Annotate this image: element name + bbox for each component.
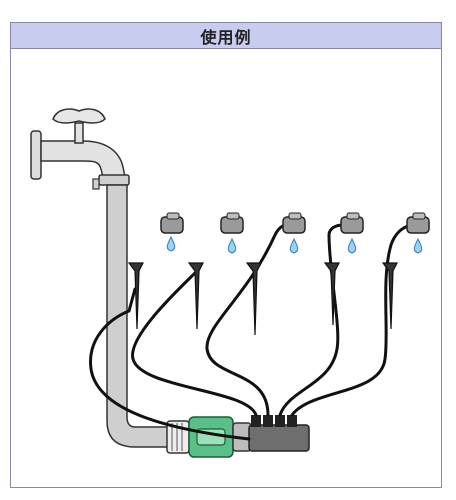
faucet-spout-ring [98, 174, 130, 186]
stake-1 [127, 262, 144, 330]
panel-title: 使用例 [200, 27, 252, 47]
manifold-outlet [275, 415, 285, 427]
micro-tube-5 [290, 223, 413, 417]
water-droplet-icon [289, 237, 299, 254]
emitter-head-2 [220, 212, 244, 234]
micro-tube-2 [131, 269, 258, 417]
micro-tube-1 [89, 287, 251, 441]
emitter-head-3 [282, 212, 306, 234]
faucet-handle-stem [74, 122, 84, 144]
emitter-head-5 [406, 212, 430, 234]
micro-tube-3 [205, 223, 289, 417]
water-droplets [166, 235, 423, 254]
drip-irrigation-illustration [30, 108, 430, 458]
emitter-heads [160, 212, 430, 234]
manifold-outlets [251, 415, 297, 427]
water-droplet-icon [166, 235, 176, 252]
ground-stakes [127, 262, 398, 336]
faucet-handle-icon [52, 108, 106, 124]
stake-5 [381, 262, 398, 330]
emitter-head-4 [340, 212, 364, 234]
title-bar: 使用例 [11, 23, 441, 49]
faucet-body [40, 140, 126, 178]
micro-tubes [89, 223, 413, 441]
faucet [30, 108, 130, 190]
emitter-head-1 [160, 212, 184, 234]
usage-example-panel: 使用例 [10, 22, 442, 488]
water-droplet-icon [413, 237, 423, 254]
stake-3 [245, 262, 262, 336]
stake-2 [187, 262, 204, 330]
faucet-wall-flange [30, 130, 42, 180]
stake-4 [323, 262, 340, 326]
manifold-outlet [263, 415, 273, 427]
manifold-outlet [251, 415, 261, 427]
water-droplet-icon [347, 237, 357, 254]
manifold-outlet [287, 415, 297, 427]
water-droplet-icon [227, 237, 237, 254]
faucet-knob [92, 178, 100, 190]
micro-tube-4 [278, 223, 345, 417]
manifold [248, 424, 310, 452]
